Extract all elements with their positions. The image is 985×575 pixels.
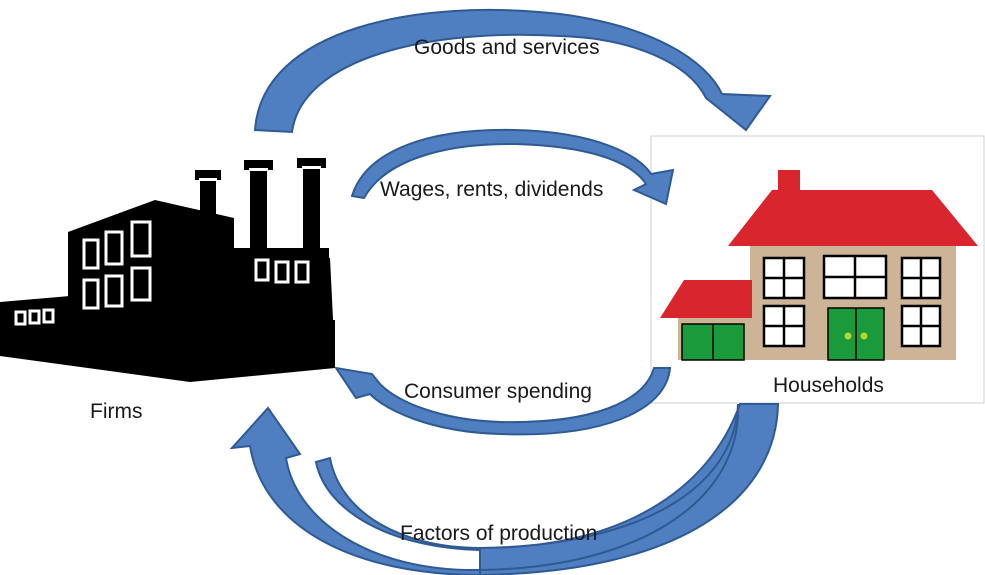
wages-rents-dividends-arrow [350, 128, 675, 206]
factors-of-production-arrow [229, 403, 780, 575]
goods-and-services-label: Goods and services [414, 36, 600, 59]
consumer-spending-label: Consumer spending [404, 380, 592, 403]
house-windows [762, 254, 942, 348]
factory-icon [0, 158, 335, 382]
firms-label: Firms [90, 400, 142, 423]
households-label: Households [773, 374, 884, 397]
wages-rents-dividends-label: Wages, rents, dividends [380, 178, 603, 201]
factors-of-production-label: Factors of production [400, 522, 597, 545]
goods-and-services-arrow [253, 9, 772, 134]
factory-windows [14, 220, 310, 326]
consumer-spending-arrow [333, 366, 672, 436]
